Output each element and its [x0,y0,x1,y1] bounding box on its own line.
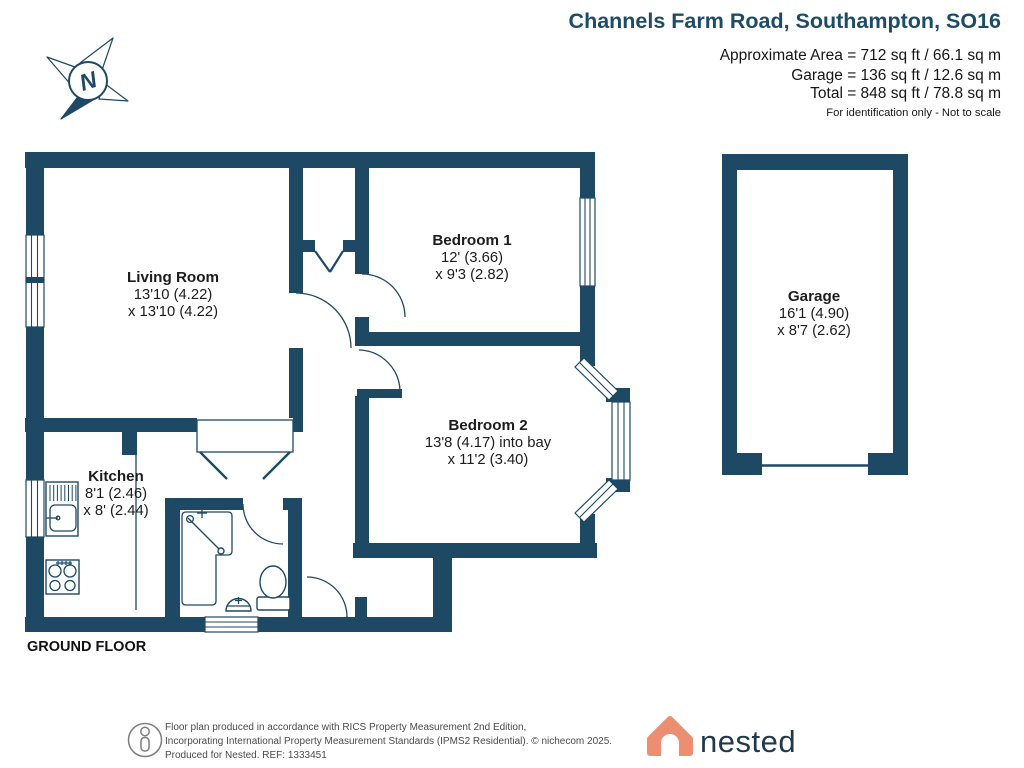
bay-window [574,357,631,523]
brand-name: nested [700,724,796,759]
garage-dim2: x 8'7 (2.62) [777,323,851,339]
bedroom1-window [579,197,596,287]
kitchen-dim2: x 8' (2.44) [83,503,148,519]
approximate-area: Approximate Area = 712 sq ft / 66.1 sq m [720,47,1001,64]
shower [181,508,233,606]
footer-line3: Produced for Nested. REF: 1333451 [165,750,327,761]
bedroom2-dim2: x 11'2 (3.40) [448,452,529,468]
bedroom2-name: Bedroom 2 [448,417,527,434]
windows [25,197,631,633]
living-room-dim2: x 13'10 (4.22) [128,304,218,320]
living-room-name: Living Room [127,269,219,286]
living-room-door-arc [295,292,352,349]
doors [135,250,406,618]
bathroom-door-arc [242,503,284,545]
page-title: Channels Farm Road, Southampton, SO16 [569,9,1001,33]
stove [45,559,80,595]
cupboard-bifold-doors [314,250,344,273]
kitchen-name: Kitchen [88,468,144,485]
living-room-dim1: 13'10 (4.22) [134,287,213,303]
footer-line1: Floor plan produced in accordance with R… [165,722,526,733]
bedroom1-dim2: x 9'3 (2.82) [435,267,509,283]
header: Channels Farm Road, Southampton, SO16 Ap… [569,9,1001,119]
kitchen-fixtures [45,481,80,595]
nested-logo: nested [647,716,796,759]
total-area: Total = 848 sq ft / 78.8 sq m [810,85,1001,102]
sink-unit [45,481,79,537]
bedroom1-dim1: 12' (3.66) [441,250,503,266]
kitchen-dim1: 8'1 (2.46) [85,486,147,502]
room-labels: Living Room 13'10 (4.22) x 13'10 (4.22) … [83,232,551,519]
floor-label: GROUND FLOOR [27,639,147,655]
person-icon [127,722,163,758]
garage-area: Garage = 136 sq ft / 12.6 sq m [791,67,1001,84]
bedroom1-door-arc [361,273,406,318]
bedroom1-name: Bedroom 1 [432,232,512,249]
flat-walls [25,152,630,632]
bathroom-window [204,616,259,633]
entrance-door-arc [306,576,348,618]
disclaimer: For identification only - Not to scale [826,107,1001,119]
garage-dim1: 16'1 (4.90) [779,306,849,322]
double-doors [196,419,294,480]
garage: Garage 16'1 (4.90) x 8'7 (2.62) [722,154,908,475]
bedroom2-dim1: 13'8 (4.17) into bay [425,435,552,451]
bathroom-fixtures [181,508,291,612]
footer: Floor plan produced in accordance with R… [127,716,796,761]
footer-line2: Incorporating International Property Mea… [165,736,612,747]
living-room-window [25,234,45,328]
toilet [256,565,291,611]
basin [225,597,252,612]
bedroom2-door-arc [358,349,401,391]
garage-name: Garage [788,288,840,305]
kitchen-window [25,479,45,538]
compass-rose-icon: N [46,37,129,120]
